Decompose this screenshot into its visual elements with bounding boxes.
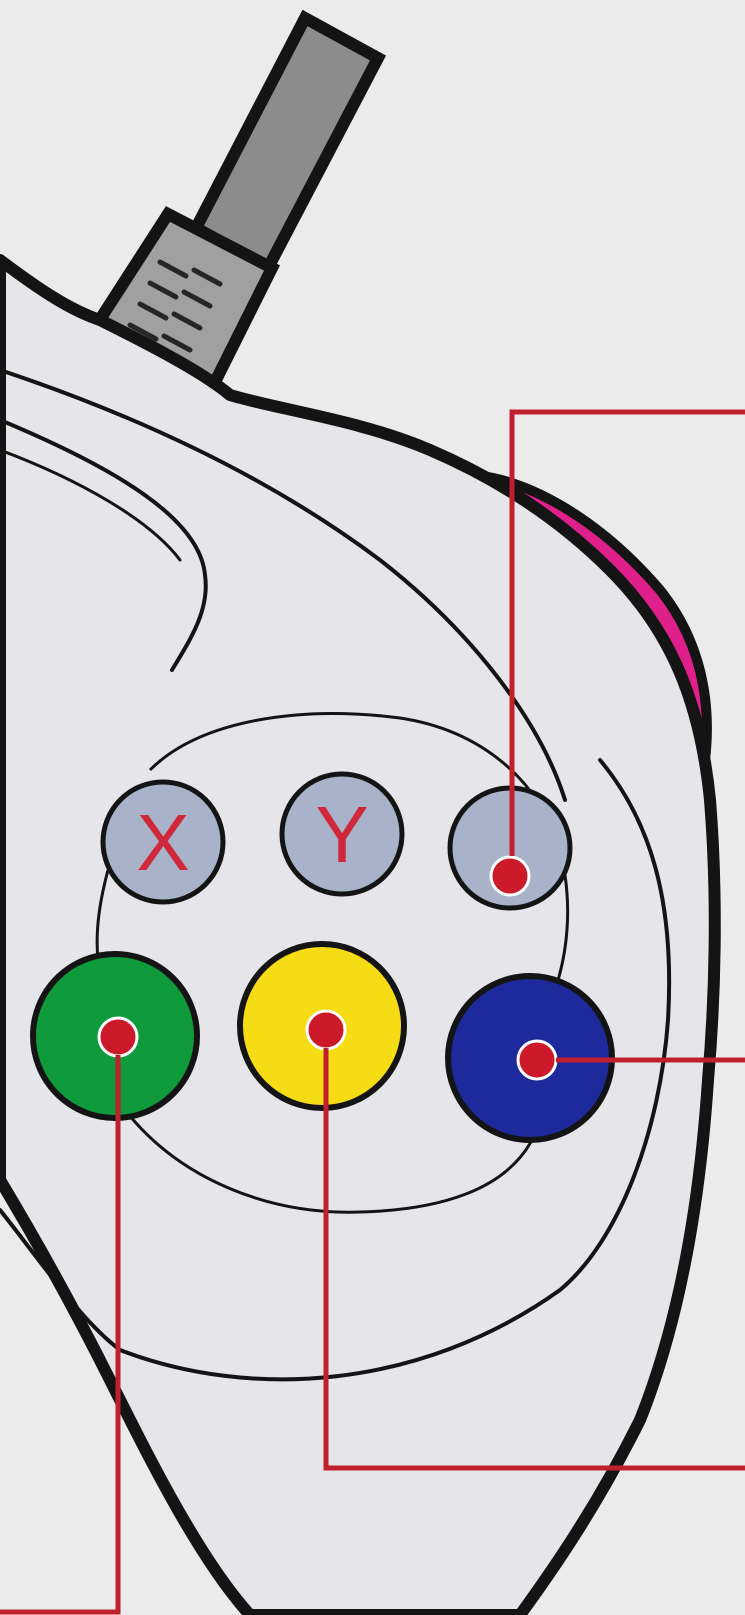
callout-dot-icon xyxy=(518,1041,556,1079)
callout-dot-icon xyxy=(99,1018,137,1056)
x-button[interactable]: X xyxy=(103,782,223,902)
callout-dot-icon xyxy=(307,1011,345,1049)
y-button[interactable]: Y xyxy=(282,774,402,894)
a-button[interactable] xyxy=(33,954,197,1118)
b-button[interactable] xyxy=(240,944,404,1108)
callout-dot-icon xyxy=(491,857,529,895)
x-button-label: X xyxy=(136,798,189,887)
y-button-label: Y xyxy=(315,790,368,879)
controller-body xyxy=(0,260,715,1615)
